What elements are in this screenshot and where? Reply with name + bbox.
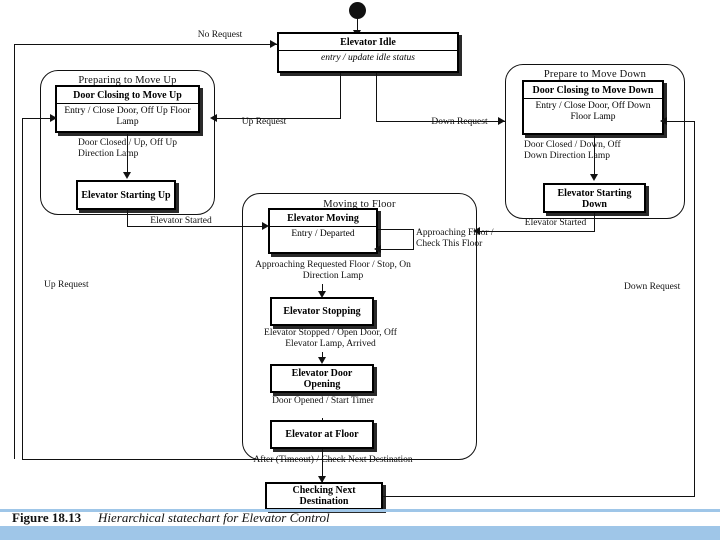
line-down-request-down (376, 73, 377, 121)
composite-moving-to-floor-title: Moving to Floor (323, 199, 396, 210)
line-elevator-started-right-down (594, 213, 595, 231)
arrowhead-up-request-left (50, 114, 57, 122)
line-elevator-started-left-down (127, 210, 128, 226)
state-checking-next-destination-name: Checking Next Destination (292, 484, 356, 507)
state-door-closing-up-name: Door Closing to Move Up (73, 90, 182, 101)
line-up-request-left-vert (22, 118, 23, 459)
state-checking-next-destination[interactable]: Checking Next Destination (265, 482, 383, 510)
state-door-closing-down-name: Door Closing to Move Down (532, 85, 654, 96)
line-checking-to-right (383, 496, 695, 497)
line-down-request-right-vert (694, 121, 695, 496)
state-divider (270, 226, 376, 228)
composite-preparing-to-move-up-title: Preparing to Move Up (78, 75, 177, 86)
line-no-request (14, 44, 277, 45)
label-no-request: No Request (197, 30, 243, 40)
line-initial-to-idle (357, 18, 358, 34)
line-at-floor-to-checking (322, 449, 323, 482)
state-elevator-starting-down-name: Elevator Starting Down (557, 187, 632, 210)
line-elevator-started-right-across (478, 231, 595, 232)
state-elevator-at-floor[interactable]: Elevator at Floor (270, 420, 374, 449)
state-elevator-door-opening[interactable]: Elevator Door Opening (270, 364, 374, 393)
state-elevator-stopping-name: Elevator Stopping (283, 306, 361, 318)
state-elevator-starting-up[interactable]: Elevator Starting Up (76, 180, 176, 210)
state-elevator-moving-activity: Entry / Departed (291, 229, 355, 240)
state-elevator-moving[interactable]: Elevator Moving Entry / Departed (268, 208, 378, 254)
line-self-approaching-back (378, 249, 414, 250)
figure-number: Figure 18.13 (12, 510, 82, 525)
label-approaching-requested-floor: Approaching Requested Floor / Stop, On D… (255, 260, 411, 281)
line-self-approaching-down (413, 229, 414, 249)
line-door-closed-down (594, 136, 595, 178)
line-moving-to-stopping (322, 284, 323, 295)
arrowhead-elevator-started-left (262, 222, 269, 230)
label-door-closed-down: Door Closed / Down, Off Down Direction L… (524, 140, 621, 161)
label-door-closed-up: Door Closed / Up, Off Up Direction Lamp (78, 138, 178, 159)
state-divider (524, 98, 662, 100)
state-elevator-idle[interactable]: Elevator Idle entry / update idle status (277, 32, 459, 73)
line-door-closed-up (127, 134, 128, 176)
state-elevator-at-floor-name: Elevator at Floor (285, 429, 359, 441)
line-outer-left (14, 44, 15, 459)
line-up-request-across (215, 118, 341, 119)
label-door-opened: Door Opened / Start Timer (272, 396, 374, 406)
arrowhead-self-approaching (374, 245, 381, 253)
arrowhead-no-request (270, 40, 277, 48)
label-elevator-started-right: Elevator Started (524, 218, 587, 228)
state-elevator-door-opening-name: Elevator Door Opening (291, 367, 353, 390)
arrowhead-up-request (210, 114, 217, 122)
arrowhead-at-floor-to-checking (318, 476, 326, 483)
figure-caption: Hierarchical statechart for Elevator Con… (98, 510, 330, 525)
state-elevator-idle-name: Elevator Idle (340, 37, 396, 48)
arrowhead-moving-to-stopping (318, 291, 326, 298)
label-down-request-right: Down Request (624, 282, 681, 292)
state-elevator-idle-activity: entry / update idle status (321, 53, 415, 64)
line-down-request-right-into-box (664, 121, 695, 122)
line-checking-to-left (22, 459, 265, 460)
arrowhead-elevator-started-right (473, 227, 480, 235)
label-down-request-top: Down Request (431, 117, 488, 127)
state-door-closing-to-move-up[interactable]: Door Closing to Move Up Entry / Close Do… (55, 85, 200, 133)
arrowhead-door-closed-down (590, 174, 598, 181)
initial-state-dot (349, 2, 366, 19)
arrowhead-door-closed-up (123, 172, 131, 179)
composite-prepare-to-move-down-title: Prepare to Move Down (543, 69, 647, 80)
label-up-request-top: Up Request (241, 117, 287, 127)
line-elevator-started-left-across (127, 226, 267, 227)
caption-rule-top (0, 509, 720, 512)
arrowhead-down-request (498, 117, 505, 125)
state-elevator-starting-up-name: Elevator Starting Up (81, 190, 171, 202)
state-elevator-stopping[interactable]: Elevator Stopping (270, 297, 374, 326)
line-self-approaching-out (378, 229, 414, 230)
state-divider (279, 50, 457, 52)
state-divider (57, 103, 198, 105)
label-after-timeout: After (Timeout) / Check Next Destination (253, 455, 413, 465)
state-door-closing-down-activity: Entry / Close Door, Off Down Floor Lamp (535, 101, 651, 122)
state-elevator-starting-down[interactable]: Elevator Starting Down (543, 183, 646, 213)
line-up-request-left-into-box (22, 118, 56, 119)
state-door-closing-to-move-down[interactable]: Door Closing to Move Down Entry / Close … (522, 80, 664, 135)
line-up-request-down (340, 73, 341, 118)
label-up-request-left: Up Request (44, 280, 89, 290)
line-down-request-across (376, 121, 505, 122)
state-door-closing-up-activity: Entry / Close Door, Off Up Floor Lamp (64, 106, 191, 127)
caption-rule-bottom (0, 526, 720, 540)
label-elevator-stopped: Elevator Stopped / Open Door, Off Elevat… (264, 328, 397, 349)
state-elevator-moving-name: Elevator Moving (287, 213, 359, 224)
label-elevator-started-left: Elevator Started (150, 216, 212, 226)
arrowhead-down-request-right (660, 117, 667, 125)
arrowhead-stopping-to-door-opening (318, 357, 326, 364)
